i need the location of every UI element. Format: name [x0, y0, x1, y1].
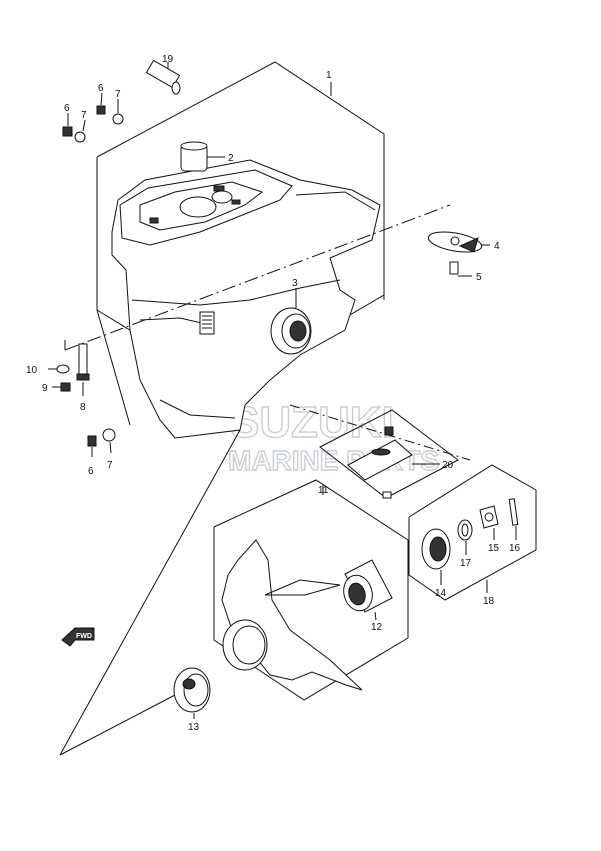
- part-14-washer: [421, 528, 451, 585]
- label-part-6-upper: 6: [64, 103, 70, 114]
- label-part-5: 5: [476, 272, 482, 283]
- part-5-bolt: [449, 261, 472, 277]
- watermark-subtitle: MARINE PARTS: [228, 445, 439, 476]
- fastener-group-upper-left: [62, 92, 124, 143]
- propeller: [221, 539, 363, 691]
- part-16-cotter-pin: [508, 498, 519, 540]
- forward-arrow-icon: FWD: [61, 627, 95, 647]
- hardware-kit-frame: [408, 464, 537, 601]
- label-part-7-top: 7: [115, 89, 121, 100]
- shaft-axis-lines: [64, 204, 471, 461]
- fastener-group-lower: [87, 428, 116, 457]
- label-part-14: 14: [435, 588, 447, 599]
- label-part-20: 20: [442, 460, 454, 471]
- label-part-3: 3: [292, 278, 298, 289]
- label-part-6-top: 6: [98, 83, 104, 94]
- label-part-11: 11: [318, 485, 329, 496]
- part-17-ring: [457, 519, 473, 555]
- part-labels: 1 2 3 4 5 6 6 6 7 7 7 8 9 10 11 12 13 14…: [26, 54, 521, 733]
- label-part-4: 4: [494, 241, 500, 252]
- part-19-plug: [145, 59, 181, 95]
- label-part-2: 2: [228, 153, 234, 164]
- label-part-13: 13: [188, 722, 200, 733]
- label-part-1: 1: [326, 70, 332, 81]
- gearcase-housing: [111, 159, 381, 439]
- part-3-bearing: [270, 288, 312, 355]
- part-20-bracket: [319, 409, 459, 499]
- label-part-12: 12: [371, 622, 383, 633]
- watermark-brand: SUZUKI: [230, 398, 394, 447]
- part-12-spacer: [343, 559, 393, 621]
- label-part-19: 19: [162, 54, 174, 65]
- fastener-group-left: [48, 343, 90, 396]
- watermark: SUZUKI MARINE PARTS: [227, 397, 439, 476]
- label-part-7-upper: 7: [81, 110, 87, 121]
- label-part-17: 17: [460, 558, 472, 569]
- label-part-9: 9: [42, 383, 48, 394]
- label-part-10: 10: [26, 365, 38, 376]
- label-part-6-lower: 6: [88, 466, 94, 477]
- part-4-anode: [427, 231, 490, 253]
- forward-arrow-label: FWD: [76, 633, 92, 640]
- label-part-8: 8: [80, 402, 86, 413]
- part-13-washer: [173, 667, 211, 719]
- label-part-7-lower: 7: [107, 460, 113, 471]
- propeller-frame: [213, 479, 409, 701]
- propeller-leader: [59, 429, 241, 756]
- label-part-18: 18: [483, 596, 495, 607]
- part-15-nut: [479, 505, 499, 540]
- part-2-bushing: [180, 141, 225, 172]
- label-part-16: 16: [509, 543, 521, 554]
- label-part-15: 15: [488, 543, 500, 554]
